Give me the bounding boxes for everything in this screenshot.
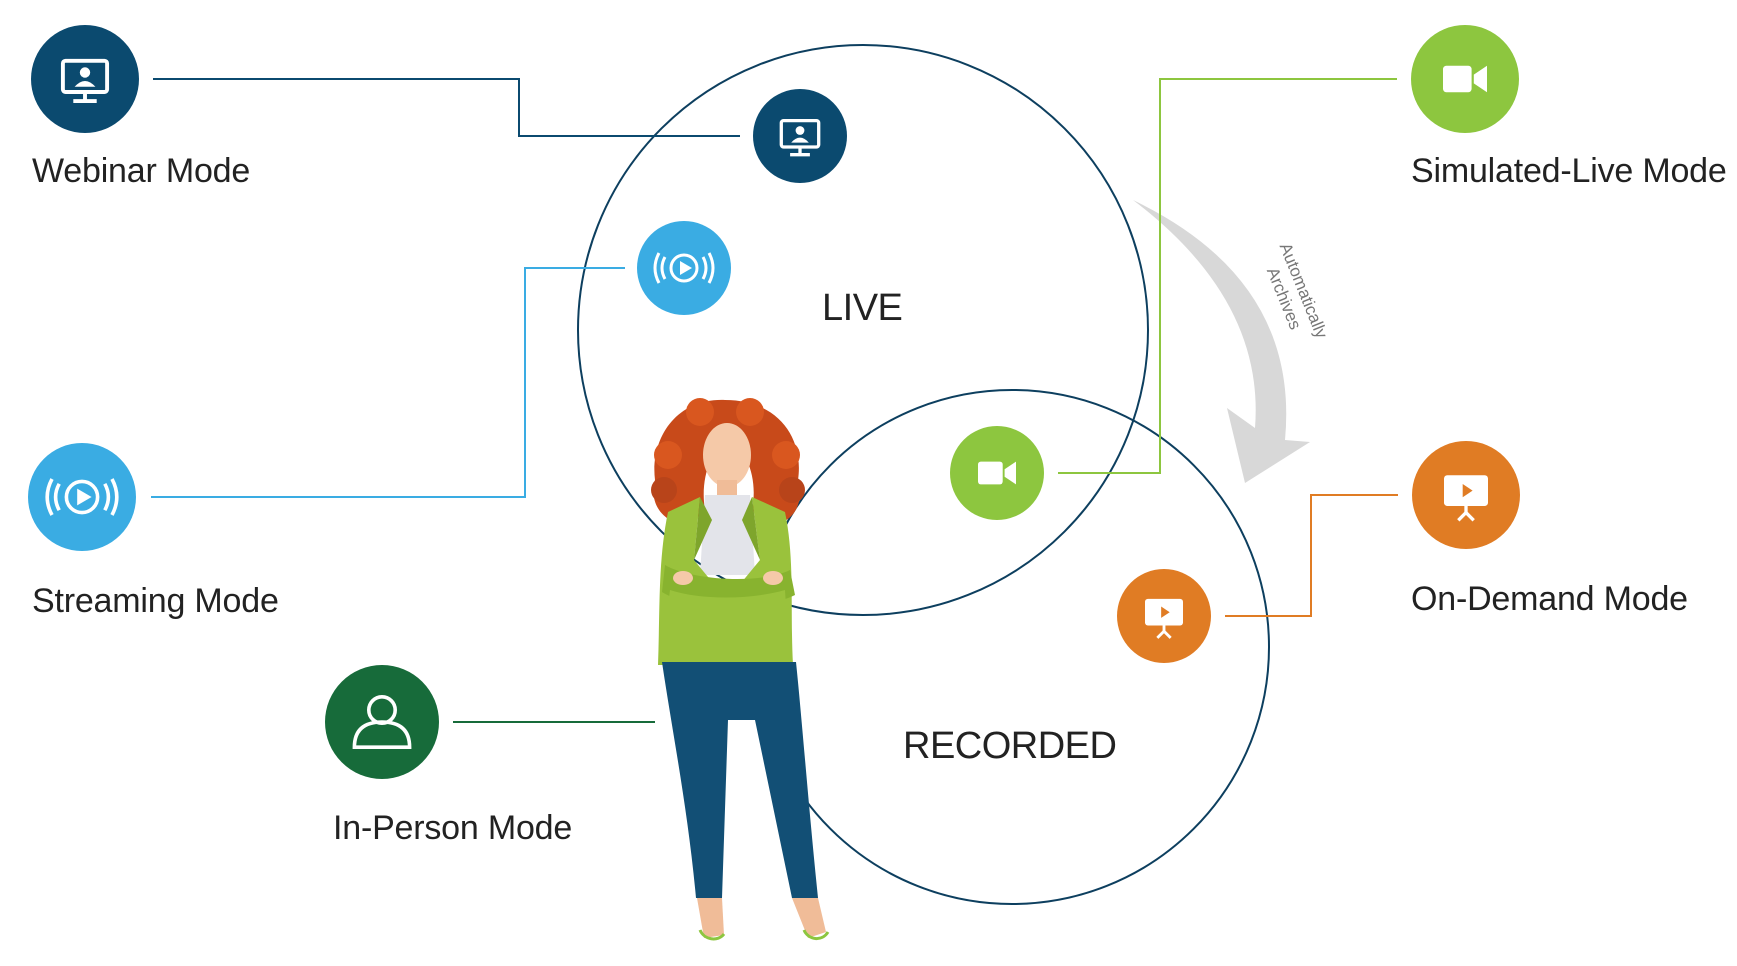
on-demand-inner-badge: [1117, 569, 1211, 663]
webinar-mode-label: Webinar Mode: [32, 152, 251, 190]
simulated-live-connector: [1058, 78, 1397, 474]
in-person-mode-label: In-Person Mode: [333, 809, 573, 847]
streaming-inner-badge: [637, 221, 731, 315]
live-circle: [577, 44, 1149, 616]
simulated-live-inner-badge: [950, 426, 1044, 520]
in-person-badge: [325, 665, 439, 779]
live-label: LIVE: [822, 287, 903, 329]
on-demand-mode-label: On-Demand Mode: [1411, 580, 1688, 618]
streaming-mode-label: Streaming Mode: [32, 582, 279, 620]
webinar-badge: [31, 25, 139, 133]
on-demand-badge: [1412, 441, 1520, 549]
presenter-illustration: [651, 398, 830, 941]
streaming-badge: [28, 443, 136, 551]
simulated-live-mode-label: Simulated-Live Mode: [1411, 152, 1727, 190]
archive-arrow: [1133, 200, 1310, 483]
recorded-label: RECORDED: [903, 725, 1117, 767]
streaming-connector: [151, 267, 625, 498]
webinar-connector: [153, 78, 740, 137]
on-demand-connector: [1225, 494, 1398, 617]
webinar-inner-badge: [753, 89, 847, 183]
simulated-live-badge: [1411, 25, 1519, 133]
